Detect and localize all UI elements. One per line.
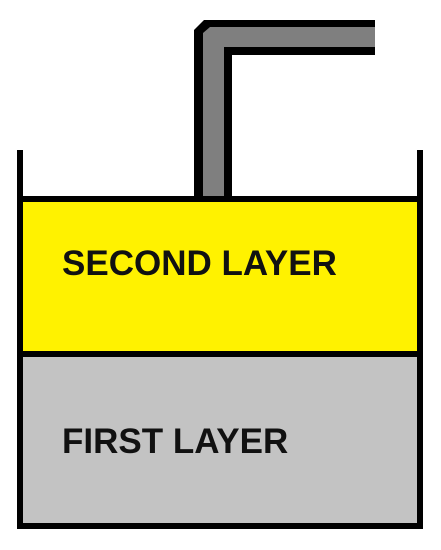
first-layer-label: FIRST LAYER: [62, 422, 288, 461]
second-layer-region: [22, 199, 418, 354]
pipe-fill: [203, 27, 375, 197]
first-layer-region: [22, 354, 418, 524]
second-layer-label: SECOND LAYER: [62, 244, 337, 283]
container-outline: [17, 150, 423, 529]
pipe: [194, 20, 375, 199]
